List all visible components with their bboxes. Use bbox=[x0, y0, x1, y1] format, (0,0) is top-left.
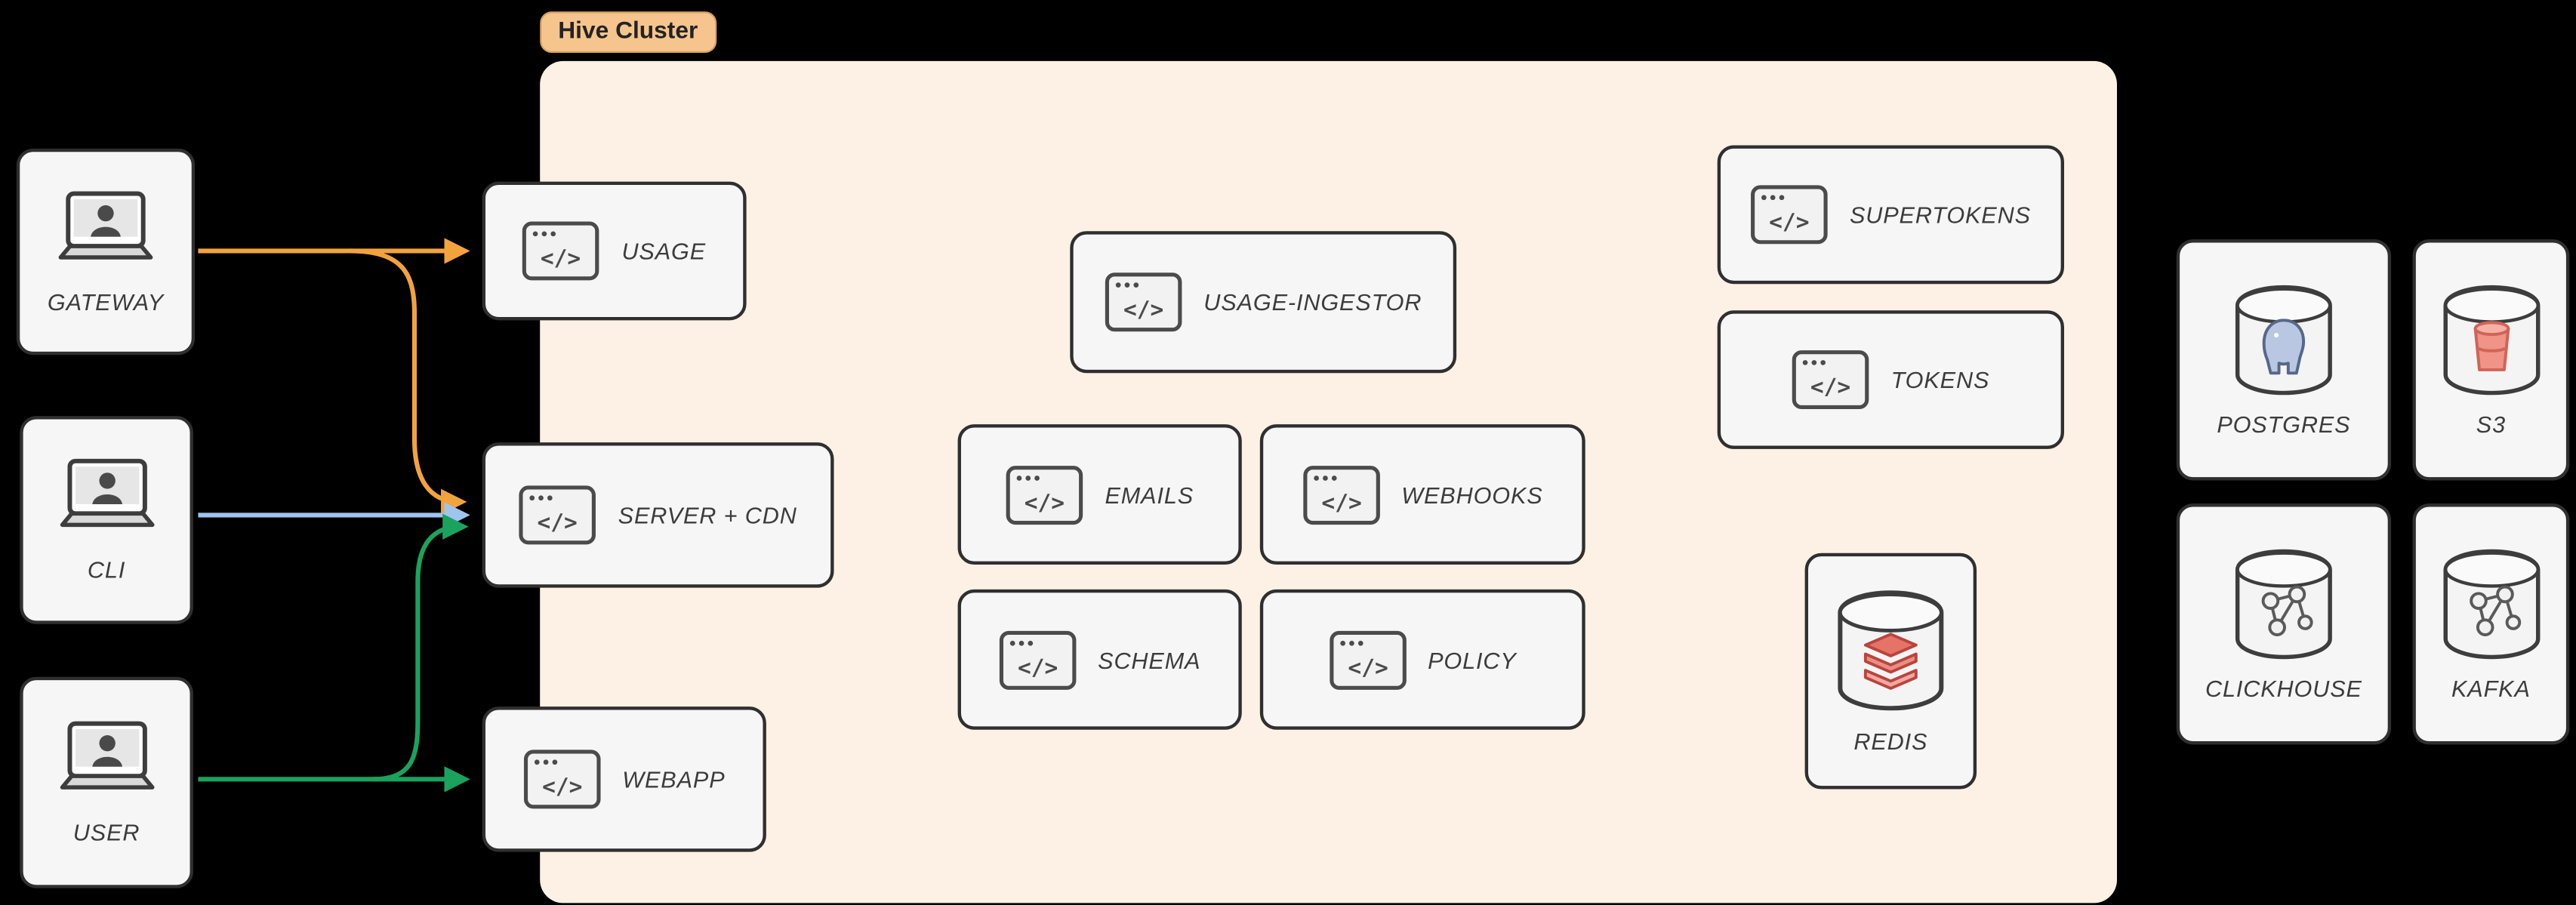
client-cli: CLI bbox=[20, 416, 193, 624]
service-webhooks: WEBHOOKS bbox=[1259, 424, 1585, 565]
code-window-icon bbox=[1006, 465, 1083, 525]
code-window-icon bbox=[523, 750, 601, 809]
code-window-icon bbox=[1105, 272, 1182, 332]
client-user: USER bbox=[20, 676, 193, 888]
service-emails-label: EMAILS bbox=[1105, 481, 1194, 508]
edge-gateway-server-cdn bbox=[350, 248, 467, 516]
service-usage-label: USAGE bbox=[621, 237, 707, 264]
laptop-user-icon bbox=[54, 720, 159, 802]
datastore-clickhouse: CLICKHOUSE bbox=[2176, 503, 2392, 745]
client-gateway-label: GATEWAY bbox=[47, 288, 165, 315]
datastore-postgres: POSTGRES bbox=[2176, 239, 2392, 481]
laptop-user-icon bbox=[54, 457, 159, 540]
client-gateway: GATEWAY bbox=[16, 148, 196, 356]
laptop-user-icon bbox=[53, 189, 159, 271]
service-tokens-label: TOKENS bbox=[1890, 366, 1990, 393]
client-cli-label: CLI bbox=[87, 556, 126, 583]
datastore-s3: S3 bbox=[2412, 239, 2570, 481]
code-window-icon bbox=[519, 485, 596, 545]
service-webapp: WEBAPP bbox=[482, 706, 766, 852]
redis-icon bbox=[1833, 588, 1949, 713]
service-usage: USAGE bbox=[482, 181, 747, 321]
edge-user-server-cdn bbox=[373, 513, 469, 782]
code-window-icon bbox=[1751, 185, 1829, 245]
datastore-s3-label: S3 bbox=[2476, 410, 2507, 437]
service-server-cdn: SERVER + CDN bbox=[482, 442, 834, 588]
code-window-icon bbox=[1792, 350, 1869, 410]
datastore-redis: REDIS bbox=[1804, 553, 1977, 790]
datastore-redis-label: REDIS bbox=[1853, 728, 1928, 755]
clickhouse-icon bbox=[2231, 547, 2337, 660]
service-supertokens-label: SUPERTOKENS bbox=[1849, 201, 2031, 228]
service-usage-ingestor: USAGE-INGESTOR bbox=[1070, 231, 1457, 374]
service-tokens: TOKENS bbox=[1717, 310, 2064, 449]
datastore-postgres-label: POSTGRES bbox=[2217, 410, 2351, 437]
client-user-label: USER bbox=[72, 818, 140, 845]
service-webapp-label: WEBAPP bbox=[622, 765, 726, 793]
hive-cluster-label: Hive Cluster bbox=[540, 11, 716, 53]
datastore-kafka-label: KAFKA bbox=[2451, 674, 2531, 701]
code-window-icon bbox=[522, 221, 600, 281]
service-schema: SCHEMA bbox=[957, 589, 1242, 730]
code-window-icon bbox=[999, 629, 1077, 689]
service-webhooks-label: WEBHOOKS bbox=[1401, 481, 1543, 508]
datastore-kafka: KAFKA bbox=[2412, 503, 2570, 745]
datastore-clickhouse-label: CLICKHOUSE bbox=[2205, 674, 2362, 701]
code-window-icon bbox=[1302, 465, 1380, 525]
service-schema-label: SCHEMA bbox=[1098, 646, 1201, 673]
s3-icon bbox=[2438, 283, 2544, 396]
postgres-icon bbox=[2231, 283, 2337, 396]
service-policy-label: POLICY bbox=[1428, 646, 1517, 673]
service-usage-ingestor-label: USAGE-INGESTOR bbox=[1203, 288, 1422, 316]
kafka-icon bbox=[2438, 547, 2544, 660]
service-policy: POLICY bbox=[1259, 589, 1585, 730]
service-server-cdn-label: SERVER + CDN bbox=[618, 501, 797, 528]
service-emails: EMAILS bbox=[957, 424, 1242, 565]
code-window-icon bbox=[1329, 629, 1407, 689]
service-supertokens: SUPERTOKENS bbox=[1717, 145, 2064, 285]
